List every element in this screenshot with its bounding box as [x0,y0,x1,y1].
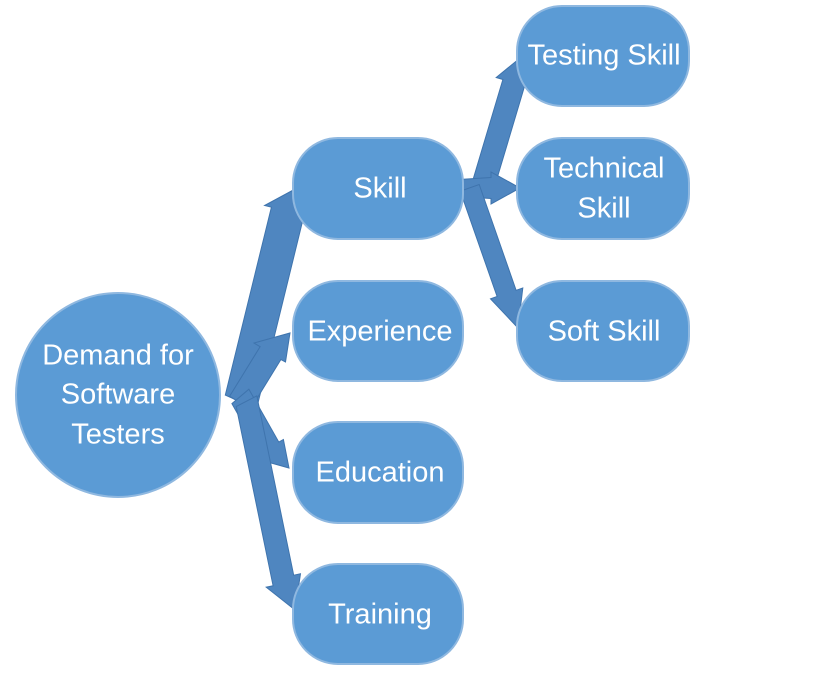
root-label-line-3: Testers [71,419,164,451]
root-arrows [224,187,311,611]
node-education: Education [292,421,464,524]
technical-skill-label-line-1: Technical [544,153,665,185]
technical-skill-label-line-2: Skill [577,193,630,225]
root-label-line-1: Demand for [42,340,194,372]
node-experience: Experience [292,280,464,382]
node-technical-skill: Technical Skill [516,137,690,240]
node-testing-skill: Testing Skill [516,5,690,107]
arrow-to-soft-skill [459,183,524,330]
root-label-line-2: Software [61,379,175,411]
arrow-to-training [235,395,302,611]
node-training: Training [292,563,464,665]
education-label: Education [316,457,445,489]
skill-arrows [458,53,533,330]
node-skill: Skill [292,137,464,240]
root-node: Demand for Software Testers [15,292,221,498]
testing-skill-label: Testing Skill [527,40,680,72]
skill-label: Skill [353,173,406,205]
training-label: Training [328,599,432,631]
experience-label: Experience [307,316,452,348]
soft-skill-label: Soft Skill [548,316,661,348]
node-soft-skill: Soft Skill [516,280,690,382]
